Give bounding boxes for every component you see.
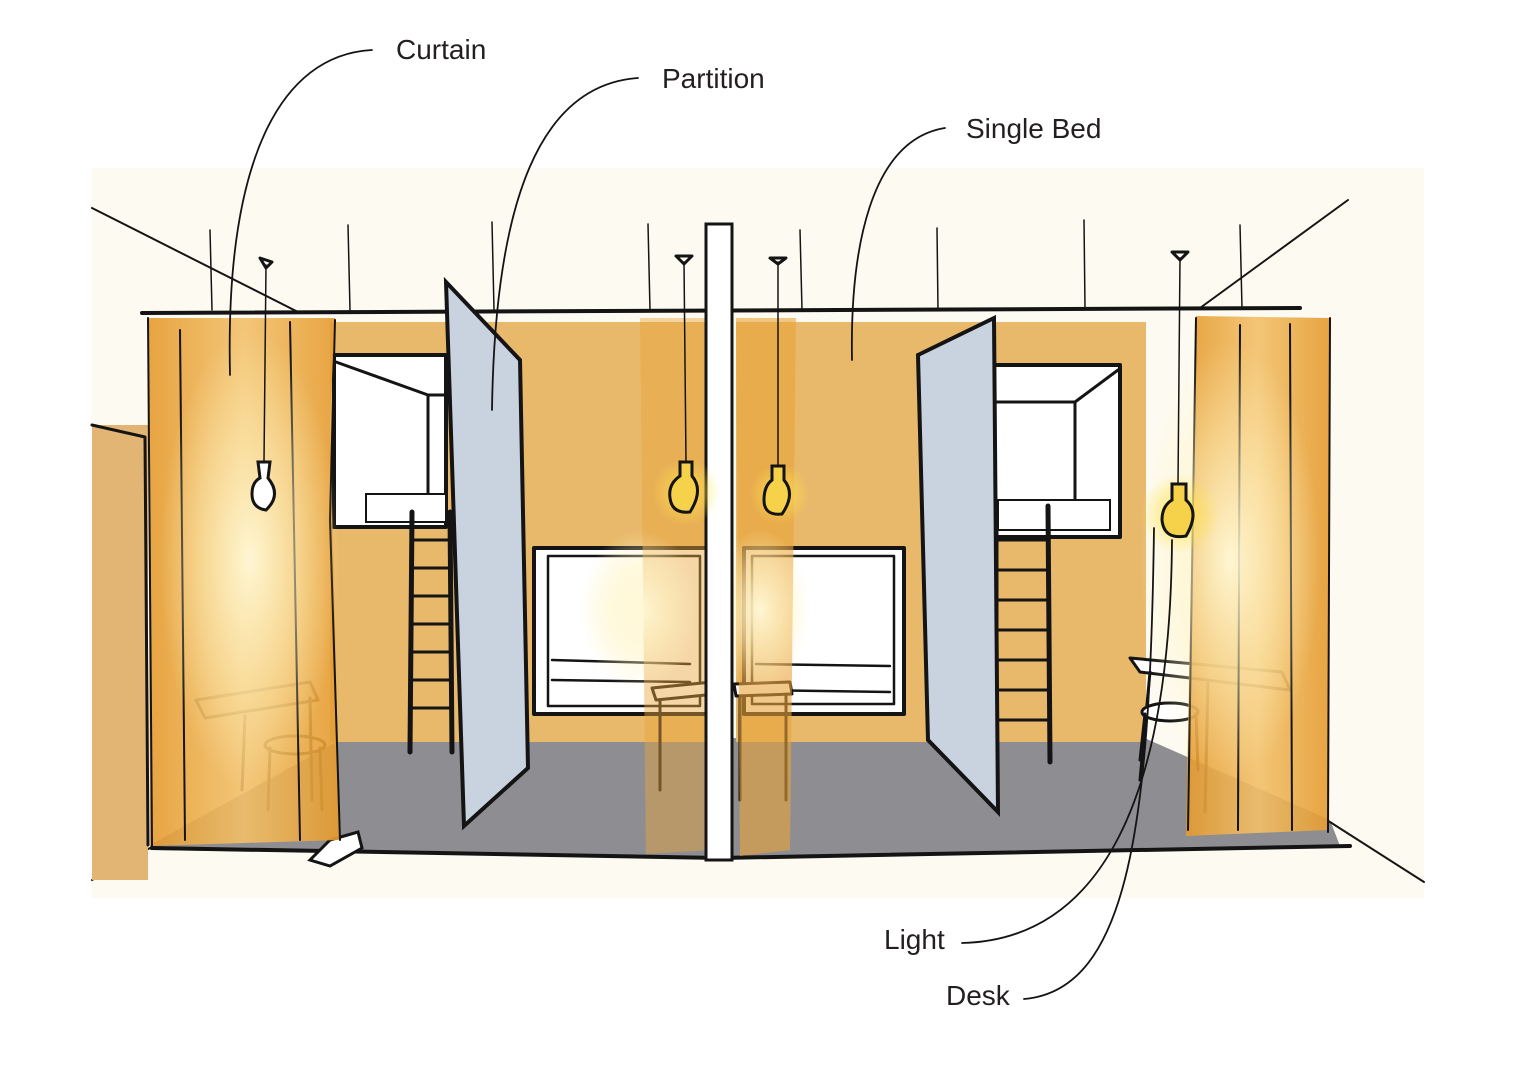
leader-single-bed [850,127,946,361]
side-wall-left [92,425,148,880]
ceiling-line-right [1199,199,1349,309]
leader-partition [491,77,639,411]
leader-desk [1023,527,1155,1000]
loft-bed-right [988,363,1122,539]
label-curtain: Curtain [396,34,487,65]
light-bulb-2 [652,254,720,526]
ladder-left [407,509,455,755]
partition-right [915,314,1001,817]
light-bulb-4 [1140,250,1220,554]
glow-bed-left [580,530,700,690]
light-bulb-1 [250,256,276,512]
floor-edge-right [1329,821,1425,883]
glow-bed-right [710,530,810,690]
label-desk: Desk [946,980,1010,1011]
glow-left [160,330,340,790]
label-single-bed: Single Bed [966,113,1102,144]
glow-right [1140,340,1320,780]
leader-light [961,539,1173,944]
central-post [704,222,734,862]
label-light: Light [884,924,945,955]
light-bulb-3 [750,256,810,524]
slipper [307,830,364,868]
side-wall-left-outline [90,423,150,847]
leader-curtain [228,49,373,376]
loft-bed-left [332,353,448,529]
ceiling-hangers [209,219,1243,311]
label-partition: Partition [662,63,765,94]
